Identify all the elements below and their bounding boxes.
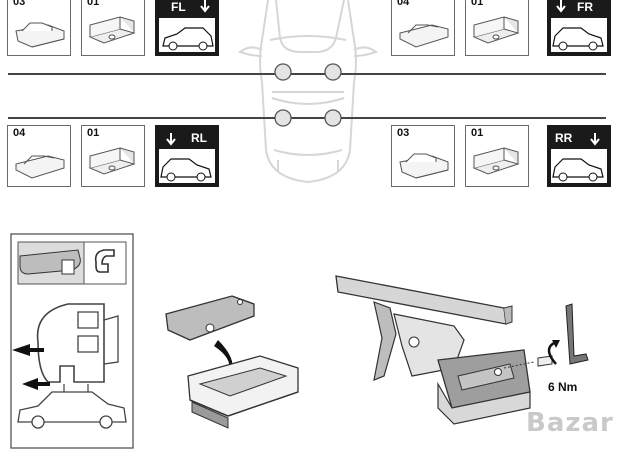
fr-position-tile: FR [547,0,611,56]
arrow-down-icon [166,133,176,146]
rl-position-label: RL [191,131,207,145]
allen-key-icon [565,303,589,365]
mount-point-fr [324,63,342,81]
car-side-icon [17,391,127,423]
arrow-left-icon [22,378,50,390]
fl-pad-box: 01 [81,0,145,56]
clamp-profile-icon [94,249,115,273]
rr-pad-box: 01 [465,125,529,187]
rr-position-tile: RR [547,125,611,187]
front-connector-line [8,73,606,75]
profile-panel [10,233,134,449]
fl-position-tile: FL [155,0,219,56]
rl-foot-box: 04 [7,125,71,187]
foot-part-icon [15,22,65,48]
bar-assembly [335,275,589,425]
fr-foot-code: 04 [397,0,410,8]
pad-part-icon [472,147,520,175]
rr-foot-code: 03 [397,127,410,139]
arrow-down-icon [590,133,600,146]
fr-foot-box: 04 [391,0,455,56]
car-top-icon [237,0,379,184]
mount-points [274,63,342,127]
car-side-icon [160,158,212,182]
rl-pad-code: 01 [87,127,100,139]
fr-position-label: FR [577,0,593,14]
bolt-icon [537,355,553,367]
mount-point-rl [274,109,292,127]
pad-part-icon [88,147,136,175]
rl-position-tile: RL [155,125,219,187]
fr-pad-code: 01 [471,0,484,8]
fr-pad-box: 01 [465,0,529,56]
rr-foot-box: 03 [391,125,455,187]
rr-position-label: RR [555,131,573,145]
mount-point-rr [324,109,342,127]
torque-label: 6 Nm [548,380,578,394]
rr-pad-code: 01 [471,127,484,139]
car-side-icon [552,158,604,182]
foot-part-icon [15,155,65,179]
rl-foot-code: 04 [13,127,26,139]
car-side-icon [552,27,604,51]
foot-part-icon [399,153,449,179]
arrow-left-icon [12,344,44,356]
foot-part-icon [399,24,449,48]
fl-foot-box: 03 [7,0,71,56]
fl-pad-code: 01 [87,0,100,8]
pad-part-icon [472,16,520,44]
pad-foot-assembly [165,295,299,429]
rear-connector-line [8,117,606,119]
rl-pad-box: 01 [81,125,145,187]
watermark: Bazar [526,408,614,438]
fl-position-label: FL [171,0,186,14]
car-side-icon [162,27,214,51]
arrow-down-icon [200,0,210,13]
arrow-down-icon [556,0,566,13]
pad-part-icon [88,16,136,44]
roof-bar-icon [335,275,507,325]
mount-point-fl [274,63,292,81]
fl-foot-code: 03 [13,0,26,8]
